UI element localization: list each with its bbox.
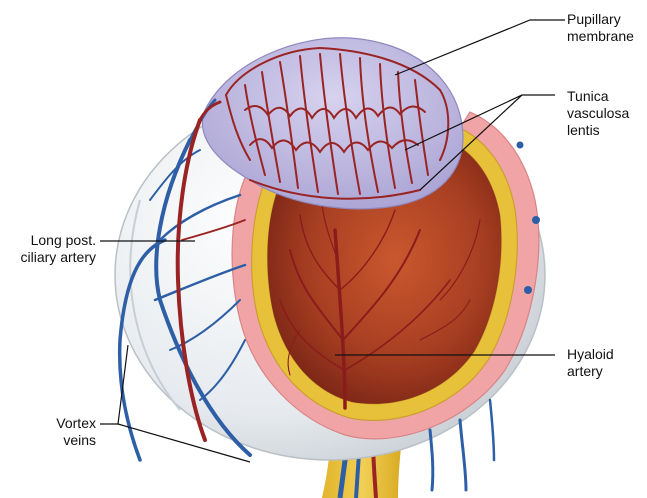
label-line: vasculosa xyxy=(567,105,629,122)
label-line: veins xyxy=(0,432,96,449)
label-line: Vortex xyxy=(0,415,96,432)
label-line: ciliary artery xyxy=(0,249,96,266)
label-tunica-vasculosa-lentis: Tunica vasculosa lentis xyxy=(567,88,629,139)
label-line: Hyaloid xyxy=(567,346,614,363)
leader-vortex-veins-1 xyxy=(100,345,128,424)
label-vortex-veins: Vortex veins xyxy=(0,415,96,449)
label-hyaloid-artery: Hyaloid artery xyxy=(567,346,614,380)
label-line: lentis xyxy=(567,122,629,139)
label-line: Long post. xyxy=(0,232,96,249)
label-line: Tunica xyxy=(567,88,629,105)
label-line: artery xyxy=(567,363,614,380)
label-long-post-ciliary-artery: Long post. ciliary artery xyxy=(0,232,96,266)
label-line: Pupillary xyxy=(567,11,634,28)
label-pupillary-membrane: Pupillary membrane xyxy=(567,11,634,45)
label-line: membrane xyxy=(567,28,634,45)
